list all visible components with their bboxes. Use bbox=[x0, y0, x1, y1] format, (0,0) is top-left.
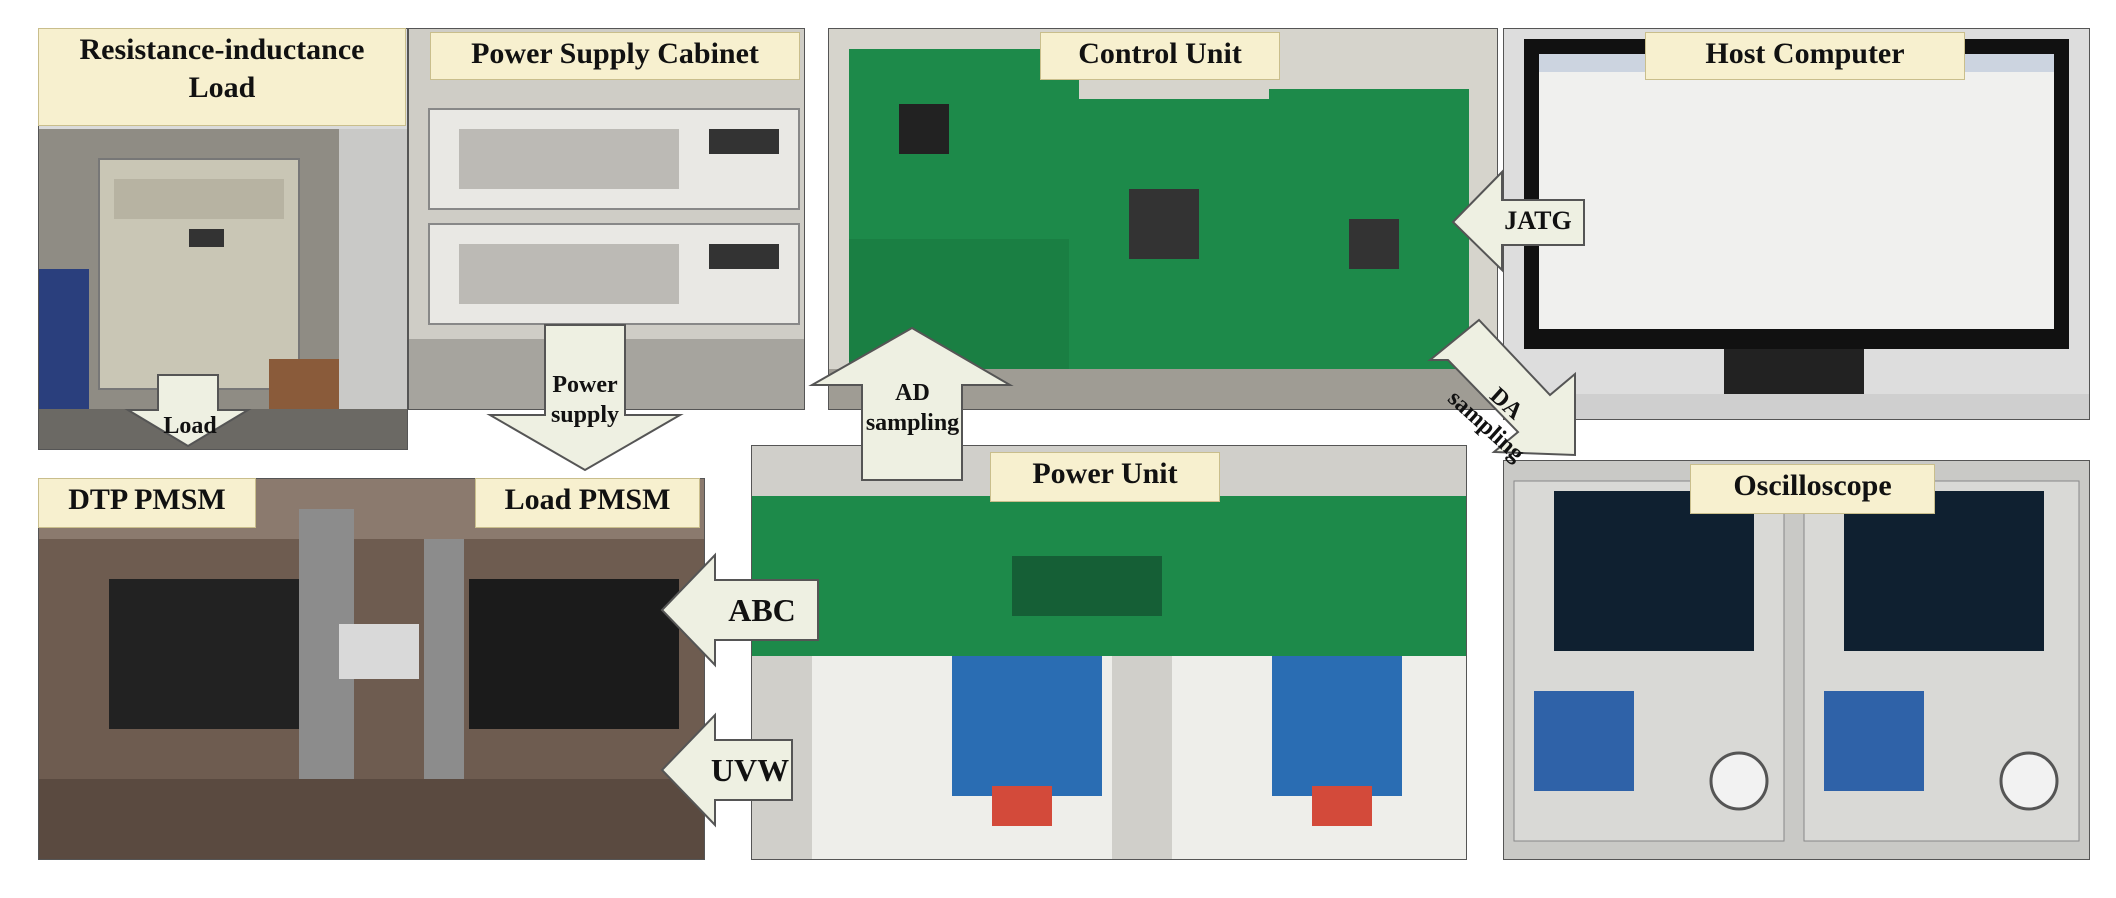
motors-photo bbox=[38, 478, 705, 860]
power-unit-illustration bbox=[752, 446, 1466, 859]
da-sampling-arrow bbox=[1427, 318, 1576, 457]
jatg-arrow-text: JATG bbox=[1504, 206, 1572, 235]
load-arrow-text: Load bbox=[163, 413, 217, 439]
host-computer-label: Host Computer bbox=[1645, 32, 1965, 80]
load-pmsm-label: Load PMSM bbox=[475, 478, 700, 528]
uvw-arrow-text: UVW bbox=[710, 752, 790, 788]
host-computer-illustration bbox=[1504, 29, 2089, 419]
host-computer-photo bbox=[1503, 28, 2090, 420]
control-unit-illustration bbox=[829, 29, 1497, 409]
abc-arrow bbox=[660, 552, 819, 668]
power-unit-label: Power Unit bbox=[990, 452, 1220, 502]
oscilloscope-illustration bbox=[1504, 461, 2089, 859]
oscilloscope-photo bbox=[1503, 460, 2090, 860]
control-unit-label: Control Unit bbox=[1040, 32, 1280, 80]
load-arrow bbox=[124, 374, 252, 448]
power-cabinet-label: Power Supply Cabinet bbox=[430, 32, 800, 80]
dtp-pmsm-label: DTP PMSM bbox=[38, 478, 256, 528]
rl-load-label: Resistance-inductance Load bbox=[38, 28, 406, 126]
jatg-arrow bbox=[1451, 169, 1585, 273]
power-supply-arrow-text: Power supply bbox=[550, 372, 620, 428]
abc-arrow-text: ABC bbox=[728, 592, 796, 628]
power-unit-photo bbox=[751, 445, 1467, 860]
uvw-arrow bbox=[660, 712, 793, 828]
ad-sampling-arrow bbox=[808, 326, 1014, 481]
ad-sampling-arrow-text: AD sampling bbox=[865, 380, 960, 436]
motors-illustration bbox=[39, 479, 704, 859]
power-supply-arrow bbox=[486, 324, 684, 472]
power-cabinet-photo bbox=[408, 28, 805, 410]
oscilloscope-label: Oscilloscope bbox=[1690, 464, 1935, 514]
